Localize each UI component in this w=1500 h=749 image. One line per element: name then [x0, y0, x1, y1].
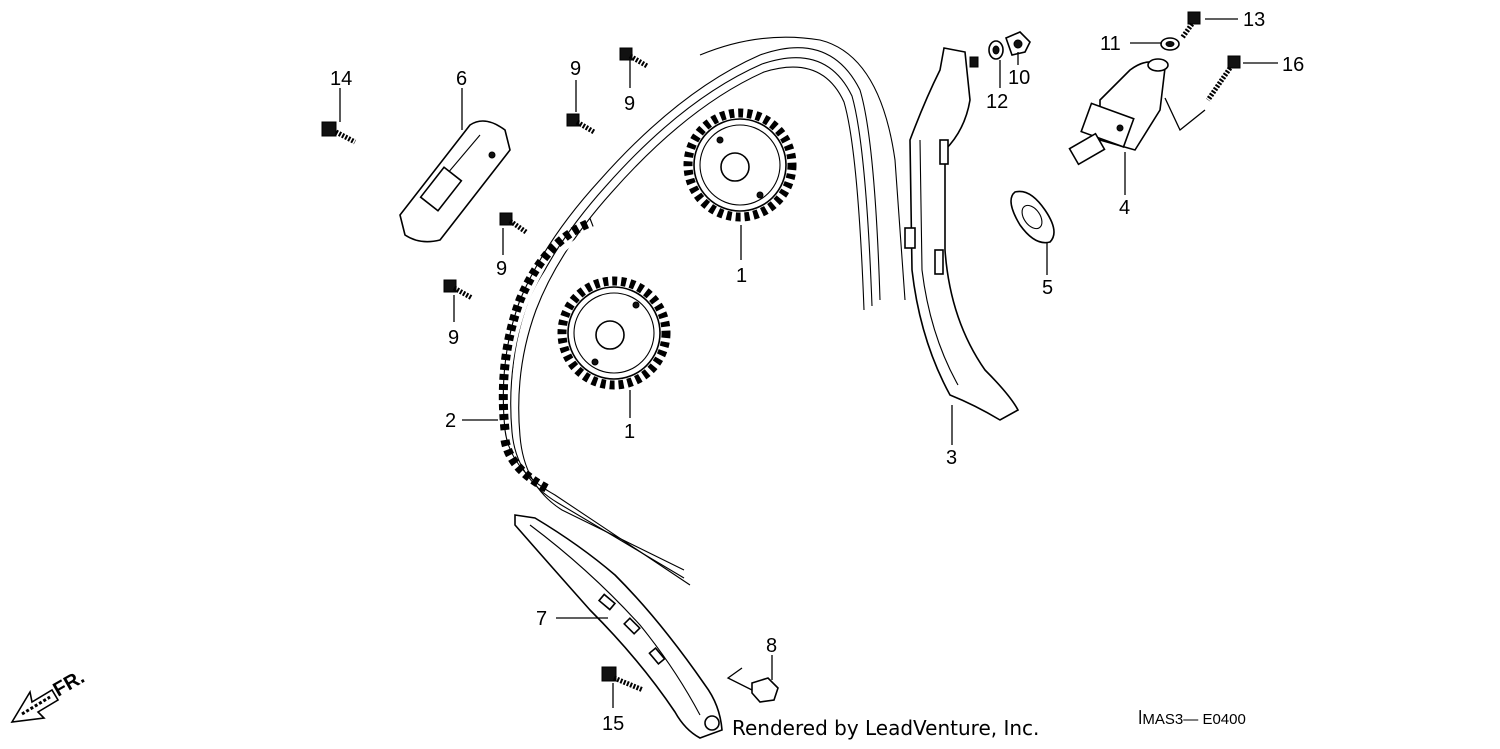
chain-links [498, 217, 601, 495]
tensioner-lifter [1068, 58, 1206, 166]
tensioner-arm [904, 47, 1020, 421]
callout-12: 12 [986, 91, 1008, 113]
callout-14: 14 [330, 68, 352, 90]
bolt-9b [566, 113, 596, 135]
bolt-9d [443, 279, 474, 301]
callout-6: 6 [456, 68, 467, 90]
callout-13: 13 [1243, 9, 1265, 31]
bolt-15 [601, 666, 644, 693]
callout-10: 10 [1008, 67, 1030, 89]
cam-sprocket-upper [683, 108, 797, 222]
bolt-14 [321, 121, 357, 145]
pin-8 [726, 667, 779, 703]
callout-1a: 1 [736, 265, 747, 287]
leader-lines [339, 18, 1278, 708]
bolt-9a [619, 47, 649, 69]
callout-2: 2 [445, 410, 456, 432]
callout-8: 8 [766, 635, 777, 657]
nut-10 [1004, 31, 1031, 56]
cam-chain-guide-upper [399, 120, 511, 243]
diagram-code: ꟾMAS3— E0400 [1138, 711, 1246, 728]
callout-7: 7 [536, 608, 547, 630]
callout-3: 3 [946, 447, 957, 469]
callout-16: 16 [1282, 54, 1304, 76]
callout-9d: 9 [448, 327, 459, 349]
cam-chain-guide-lower [514, 514, 723, 739]
callout-4: 4 [1119, 197, 1130, 219]
bolt-9c [499, 212, 528, 235]
callout-9c: 9 [496, 258, 507, 280]
bolt-13 [1179, 11, 1201, 40]
washer-11 [1160, 37, 1180, 51]
cam-sprocket-lower [557, 276, 671, 390]
bolt-16 [1205, 55, 1241, 102]
callout-15: 15 [602, 713, 624, 735]
cam-chain [498, 36, 906, 586]
callout-11: 11 [1100, 33, 1121, 55]
callout-9b: 9 [624, 93, 635, 115]
callouts: 14 6 9 9 9 9 1 1 2 3 4 5 12 10 11 13 16 … [330, 9, 1304, 735]
front-direction-arrow: FR. [10, 666, 88, 723]
callout-5: 5 [1042, 277, 1053, 299]
washer-12 [988, 40, 1004, 60]
tensioner-gasket [1010, 190, 1055, 244]
callout-9a: 9 [570, 58, 581, 80]
callout-1b: 1 [624, 421, 635, 443]
credit-text: Rendered by LeadVenture, Inc. [732, 716, 1040, 740]
